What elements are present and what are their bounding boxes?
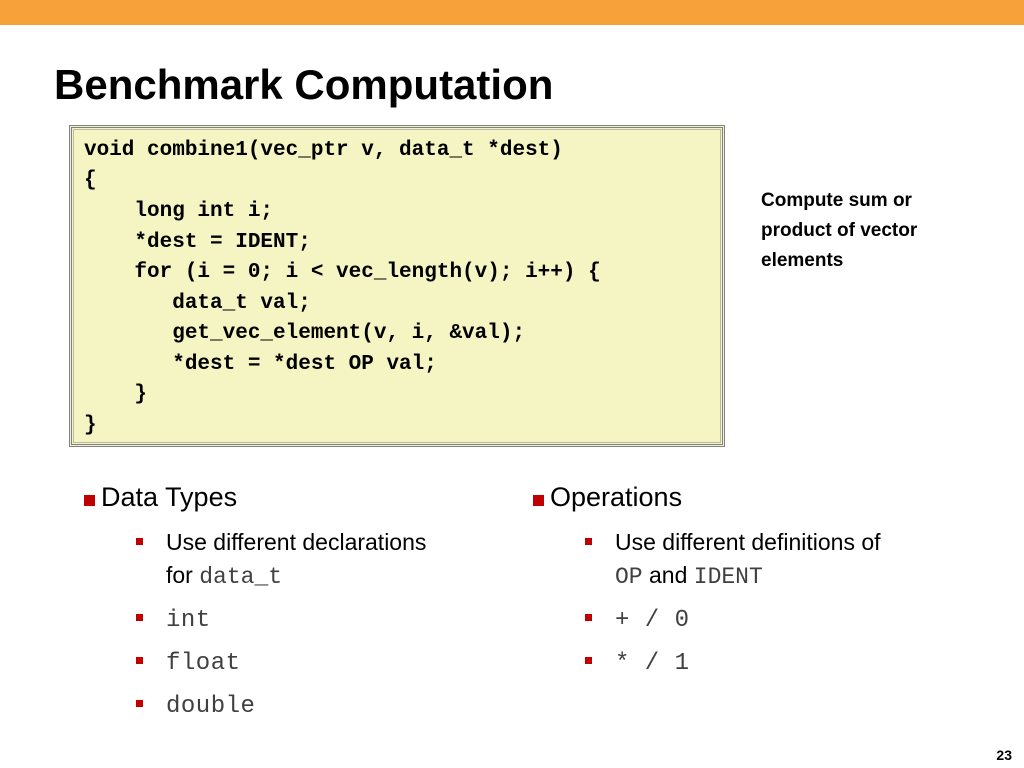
operations-list: Use different definitions of OP and IDEN… xyxy=(533,526,1003,680)
declaration-for-text: for xyxy=(166,562,200,588)
op-code: OP xyxy=(615,564,643,590)
red-square-bullet-icon xyxy=(84,494,95,506)
operation-definition-item: Use different definitions of OP and IDEN… xyxy=(533,526,1003,594)
definition-and-text: and xyxy=(642,562,694,588)
float-code: float xyxy=(166,650,241,677)
operations-heading-text: Operations xyxy=(550,482,683,512)
data-types-list: Use different declarations for data_t in… xyxy=(84,526,504,723)
slide-title: Benchmark Computation xyxy=(54,61,554,108)
double-code: double xyxy=(166,693,256,720)
red-square-bullet-icon xyxy=(533,494,544,506)
code-line: *dest = IDENT; xyxy=(84,231,311,254)
code-line: void combine1(vec_ptr v, data_t *dest) xyxy=(84,139,563,162)
data-type-double-item: double xyxy=(84,688,504,723)
computation-note-line: product of vector xyxy=(761,220,918,241)
multiply-operation-code: * / 1 xyxy=(615,650,690,677)
data-type-declaration-item: Use different declarations for data_t xyxy=(84,526,504,594)
operations-section: Operations Use different definitions of … xyxy=(533,480,1003,688)
code-line: *dest = *dest OP val; xyxy=(84,353,437,376)
page-number: 23 xyxy=(996,747,1012,763)
computation-note-line: Compute sum or xyxy=(761,190,912,211)
operations-heading: Operations xyxy=(533,480,1003,514)
computation-note: Compute sum or product of vector element… xyxy=(761,186,981,276)
definition-text: Use different definitions of xyxy=(615,529,881,555)
code-line: { xyxy=(84,169,97,192)
code-line: } xyxy=(84,383,148,406)
code-line: data_t val; xyxy=(84,292,311,315)
operation-multiply-item: * / 1 xyxy=(533,645,1003,680)
data-types-section: Data Types Use different declarations fo… xyxy=(84,480,504,731)
data-type-int-item: int xyxy=(84,602,504,637)
data-type-float-item: float xyxy=(84,645,504,680)
declaration-text: Use different declarations xyxy=(166,529,427,555)
code-line: get_vec_element(v, i, &val); xyxy=(84,322,526,345)
operation-add-item: + / 0 xyxy=(533,602,1003,637)
data-types-heading-text: Data Types xyxy=(101,482,238,512)
computation-note-line: elements xyxy=(761,250,844,271)
ident-code: IDENT xyxy=(693,564,763,590)
data-t-code: data_t xyxy=(199,564,283,590)
code-line: for (i = 0; i < vec_length(v); i++) { xyxy=(84,261,601,284)
code-line: } xyxy=(84,414,97,437)
add-operation-code: + / 0 xyxy=(615,607,690,634)
code-block: void combine1(vec_ptr v, data_t *dest) {… xyxy=(69,125,725,447)
data-types-heading: Data Types xyxy=(84,480,504,514)
int-code: int xyxy=(166,607,211,634)
top-accent-bar xyxy=(0,0,1024,25)
code-line: long int i; xyxy=(84,200,274,223)
